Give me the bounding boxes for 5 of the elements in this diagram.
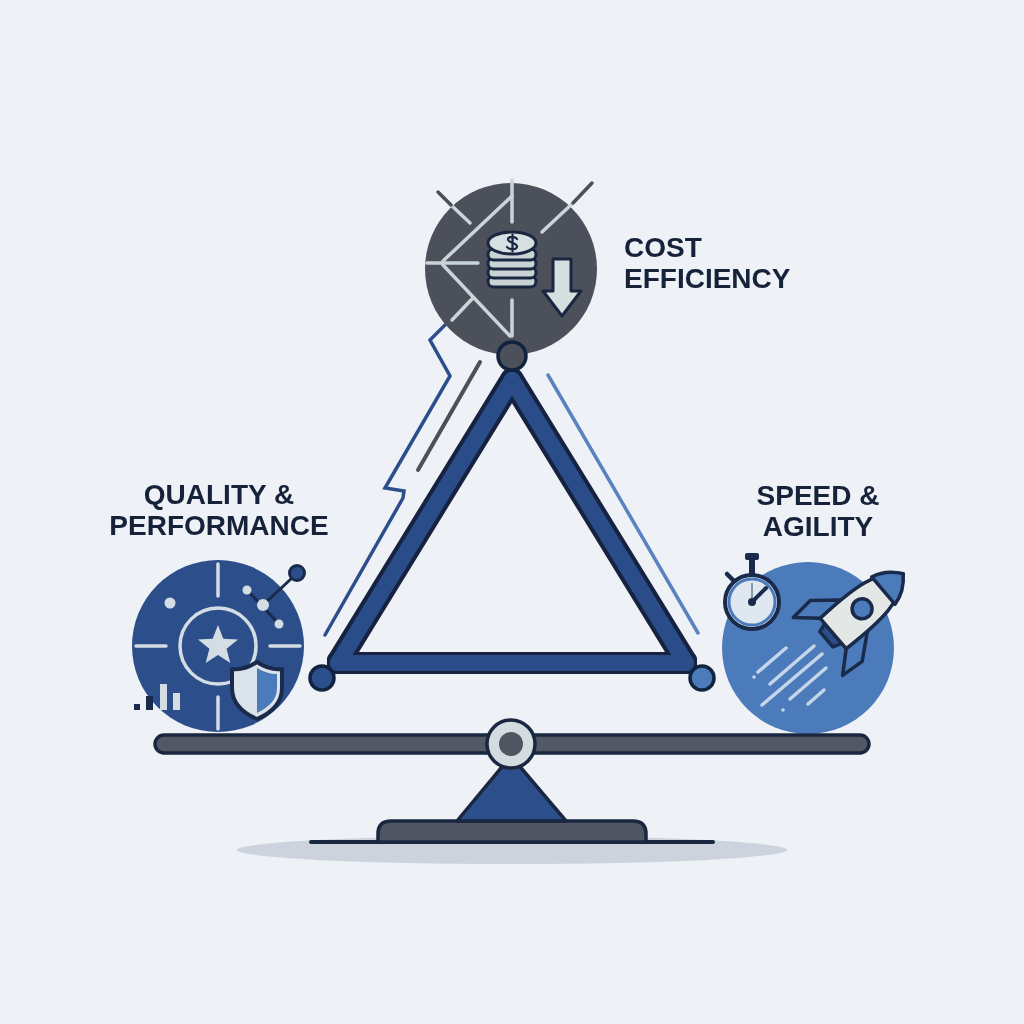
triangle-side [504, 372, 694, 671]
triangle-side [330, 655, 694, 671]
node-label: QUALITY & PERFORMANCE [108, 479, 330, 541]
node-label: COST EFFICIENCY [624, 232, 792, 294]
node-label: SPEED & AGILITY [755, 480, 881, 542]
